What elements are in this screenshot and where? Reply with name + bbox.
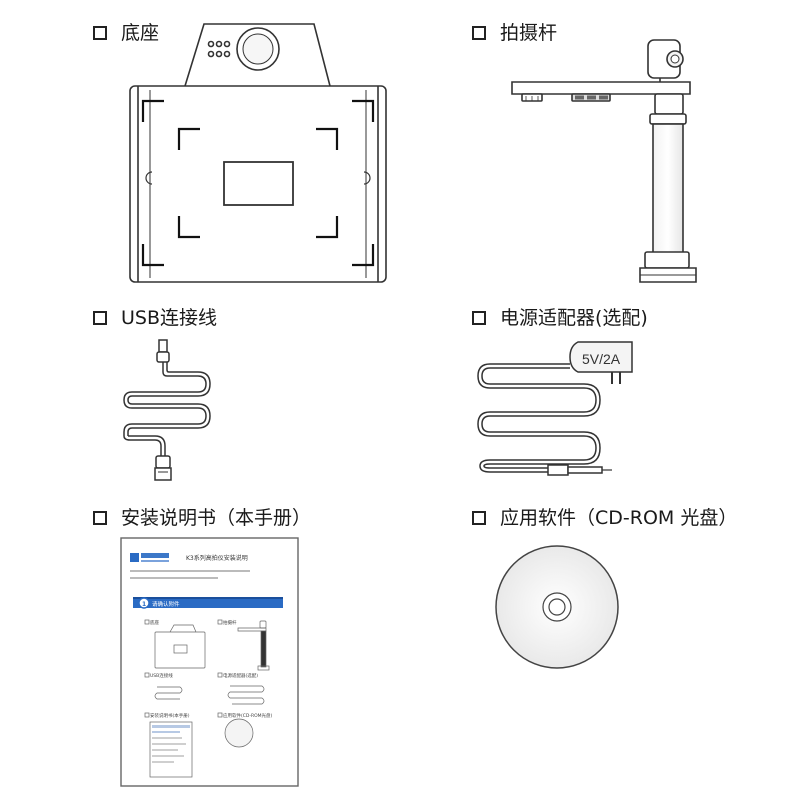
svg-text:安装说明书(本手册): 安装说明书(本手册) bbox=[150, 712, 190, 719]
svg-text:底座: 底座 bbox=[150, 619, 159, 626]
item-camera-arm[interactable]: 拍摄杆 bbox=[472, 22, 557, 44]
item-base[interactable]: 底座 bbox=[93, 22, 159, 44]
camera-arm-illustration bbox=[511, 39, 697, 283]
cd-rom-illustration bbox=[495, 545, 619, 669]
adapter-rating: 5V/2A bbox=[582, 351, 621, 367]
item-software-cd[interactable]: 应用软件（CD-ROM 光盘） bbox=[472, 507, 737, 529]
item-label: 安装说明书（本手册） bbox=[121, 507, 312, 529]
svg-text:电源适配器(选配): 电源适配器(选配) bbox=[223, 672, 258, 679]
checkbox[interactable] bbox=[93, 511, 107, 525]
svg-text:拍摄杆: 拍摄杆 bbox=[223, 619, 237, 626]
item-label: 底座 bbox=[121, 22, 160, 44]
manual-section-title: 请确认附件 bbox=[152, 600, 180, 608]
item-manual[interactable]: 安装说明书（本手册） bbox=[93, 507, 311, 529]
usb-cable-illustration bbox=[123, 339, 211, 481]
item-label: 拍摄杆 bbox=[500, 22, 558, 44]
item-usb-cable[interactable]: USB连接线 bbox=[93, 307, 217, 329]
svg-text:USB连接线: USB连接线 bbox=[150, 672, 173, 679]
item-label: USB连接线 bbox=[121, 307, 218, 329]
svg-text:1: 1 bbox=[142, 601, 146, 608]
item-label: 应用软件（CD-ROM 光盘） bbox=[500, 507, 738, 529]
power-adapter-illustration: 5V/2A bbox=[477, 341, 633, 476]
checkbox[interactable] bbox=[472, 26, 486, 40]
item-label: 电源适配器(选配) bbox=[500, 307, 648, 329]
manual-title: K3系列高拍仪安装说明 bbox=[186, 554, 248, 562]
item-power-adapter[interactable]: 电源适配器(选配) bbox=[472, 307, 648, 329]
svg-text:应用软件(CD-ROM光盘): 应用软件(CD-ROM光盘) bbox=[223, 712, 273, 719]
brand-logo-mark bbox=[130, 553, 139, 562]
checkbox[interactable] bbox=[472, 311, 486, 325]
checkbox[interactable] bbox=[472, 511, 486, 525]
checkbox[interactable] bbox=[93, 26, 107, 40]
base-illustration bbox=[129, 23, 387, 283]
manual-illustration: K3系列高拍仪安装说明 1 请确认附件 底座 拍摄杆 USB连接线 电源适配器(… bbox=[120, 537, 299, 787]
checkbox[interactable] bbox=[93, 311, 107, 325]
